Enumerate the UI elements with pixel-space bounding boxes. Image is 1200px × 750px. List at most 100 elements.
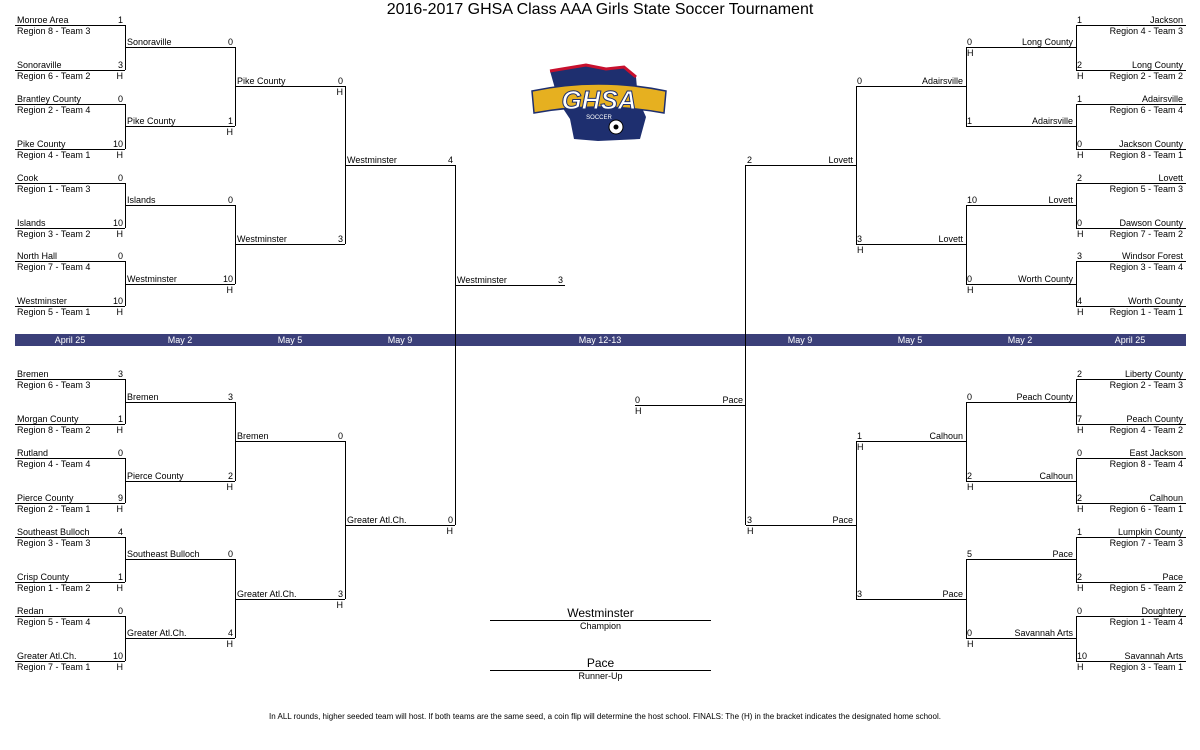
team-score: 0 [967,628,973,638]
team-name: Greater Atl.Ch. [127,628,187,638]
team-score: 10 [967,195,978,205]
bracket-line [856,86,857,244]
team-name: Calhoun [929,431,963,441]
bracket-line [856,244,966,245]
team-score: 3 [227,392,233,402]
home-marker: H [336,600,344,610]
bracket-line [966,205,967,284]
bracket-line [15,616,125,617]
team-name: Doughtery [1141,606,1183,616]
team-region: Region 8 - Team 2 [17,425,91,435]
team-score: 0 [117,173,123,183]
home-marker: H [116,150,124,160]
team-score: 1 [117,572,123,582]
team-name: Southeast Bulloch [17,527,90,537]
bracket-line [1076,582,1186,583]
team-region: Region 6 - Team 2 [17,71,91,81]
home-marker: H [967,48,974,58]
team-name: Calhoun [1039,471,1073,481]
runner-up-name: Pace [586,656,615,670]
bracket-line [1076,537,1077,582]
team-region: Region 1 - Team 1 [1109,307,1183,317]
team-region: Region 6 - Team 4 [1109,105,1183,115]
bracket-line [455,165,456,525]
bracket-line [15,661,125,662]
team-name: East Jackson [1129,448,1183,458]
bracket-line [1076,25,1077,70]
team-region: Region 4 - Team 2 [1109,425,1183,435]
team-score: 10 [222,274,233,284]
bracket-line [1076,104,1186,105]
runner-up-box: Pace Runner-Up [490,657,711,681]
team-name: Islands [127,195,156,205]
team-score: 0 [337,76,343,86]
bracket-line [1076,228,1186,229]
bracket-line [966,47,1076,48]
team-name: Jackson County [1118,139,1183,149]
team-score: 2 [1077,493,1083,503]
bracket-line [1076,25,1186,26]
team-score: 10 [112,296,123,306]
bracket-line [966,205,1076,206]
champion-box: Westminster Champion [490,607,711,631]
bracket-line [235,559,236,638]
bracket-line [15,183,125,184]
team-score: 1 [117,414,123,424]
team-name: Worth County [1128,296,1183,306]
team-score: 0 [1077,218,1083,228]
team-name: Westminster [457,275,507,285]
team-score: 3 [337,234,343,244]
page-title: 2016-2017 GHSA Class AAA Girls State Soc… [386,1,814,18]
team-region: Region 3 - Team 2 [17,229,91,239]
team-score: 0 [1077,139,1083,149]
bracket-line [15,582,125,583]
bracket-line [125,47,235,48]
team-score: 4 [117,527,123,537]
bracket-line [745,165,746,525]
team-region: Region 2 - Team 2 [1109,71,1183,81]
home-marker: H [857,245,864,255]
home-marker: H [967,285,974,295]
bracket-line [235,441,345,442]
team-name: Pace [1052,549,1073,559]
bracket-line [1076,616,1077,661]
team-name: Pierce County [127,471,184,481]
team-name: Long County [1131,60,1183,70]
team-score: 1 [1077,15,1083,25]
team-score: 1 [857,431,863,441]
date-label: May 12-13 [578,335,622,345]
team-score: 2 [747,155,753,165]
team-score: 0 [967,392,973,402]
team-score: 2 [1077,369,1083,379]
bracket-line [235,599,345,600]
team-name: Bremen [17,369,49,379]
home-marker: H [635,406,642,416]
team-score: 1 [117,15,123,25]
team-score: 3 [117,369,123,379]
team-name: Lovett [1158,173,1183,183]
team-score: 0 [227,37,233,47]
bracket-line [1076,149,1186,150]
team-score: 10 [1077,651,1088,661]
bracket-line [15,503,125,504]
home-marker: H [1077,150,1084,160]
team-region: Region 5 - Team 4 [17,617,91,627]
date-label: May 2 [1007,335,1033,345]
home-marker: H [226,639,234,649]
team-region: Region 4 - Team 1 [17,150,91,160]
home-marker: H [446,526,454,536]
team-score: 2 [967,471,973,481]
date-label: April 25 [54,335,86,345]
team-score: 0 [117,606,123,616]
team-score: 7 [1077,414,1083,424]
team-name: Brantley County [17,94,82,104]
team-region: Region 3 - Team 1 [1109,662,1183,672]
bracket-line [966,284,1076,285]
bracket-line [1076,379,1077,424]
team-score: 0 [117,251,123,261]
team-name: Pace [942,589,963,599]
bracket-line [746,165,856,166]
bracket-line [345,165,455,166]
team-name: Peach County [1016,392,1073,402]
bracket-line [15,379,125,380]
